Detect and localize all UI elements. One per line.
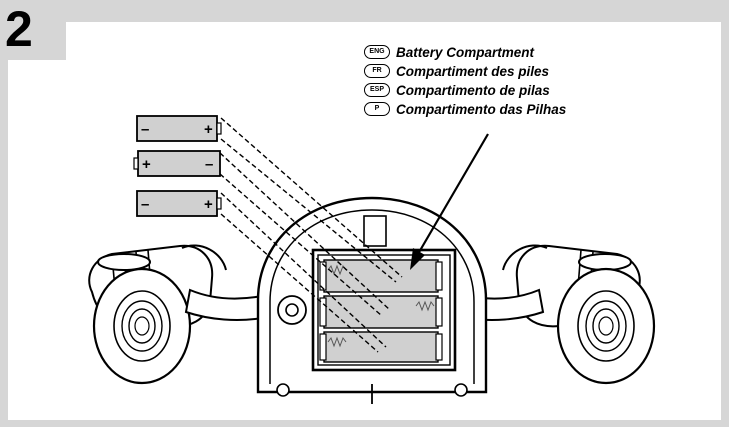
label-spanish-text: Compartimento de pilas	[396, 83, 550, 98]
lang-badge-esp: ESP	[364, 83, 390, 97]
lang-badge-eng: ENG	[364, 45, 390, 59]
battery-3-left-sign: –	[141, 196, 149, 213]
label-spanish: ESP Compartimento de pilas	[364, 82, 624, 100]
guide-line-3b	[220, 213, 379, 353]
label-portuguese: P Compartimento das Pilhas	[364, 101, 624, 119]
battery-1-left-sign: –	[141, 121, 149, 138]
battery-3-right-sign: +	[204, 196, 213, 213]
pointer-arrow	[410, 133, 489, 270]
left-eyepiece	[92, 267, 192, 385]
guide-line-1	[220, 117, 403, 278]
compartment-labels: ENG Battery Compartment FR Compartiment …	[364, 44, 624, 120]
label-english: ENG Battery Compartment	[364, 44, 624, 62]
battery-2-left-sign: +	[142, 156, 151, 173]
battery-2-right-sign: –	[205, 156, 213, 173]
guide-line-3	[220, 192, 387, 348]
battery-2: + –	[133, 150, 221, 177]
label-english-text: Battery Compartment	[396, 45, 535, 60]
step-number: 2	[5, 1, 33, 57]
lang-badge-fr: FR	[364, 64, 390, 78]
battery-1-right-sign: +	[204, 121, 213, 138]
insertion-guides	[219, 117, 403, 353]
label-french-text: Compartiment des piles	[396, 64, 550, 79]
right-eyepiece	[556, 267, 656, 385]
battery-3: – +	[136, 190, 222, 217]
lang-badge-p: P	[364, 102, 390, 116]
label-portuguese-text: Compartimento das Pilhas	[396, 102, 567, 117]
guide-line-2	[219, 152, 391, 311]
guide-line-2b	[219, 173, 383, 317]
label-french: FR Compartiment des piles	[364, 63, 624, 81]
battery-compartment	[311, 248, 457, 372]
battery-1: – +	[136, 115, 222, 142]
step-badge: 2	[0, 0, 66, 60]
guide-line-1b	[220, 138, 397, 283]
left-arm	[184, 288, 263, 321]
